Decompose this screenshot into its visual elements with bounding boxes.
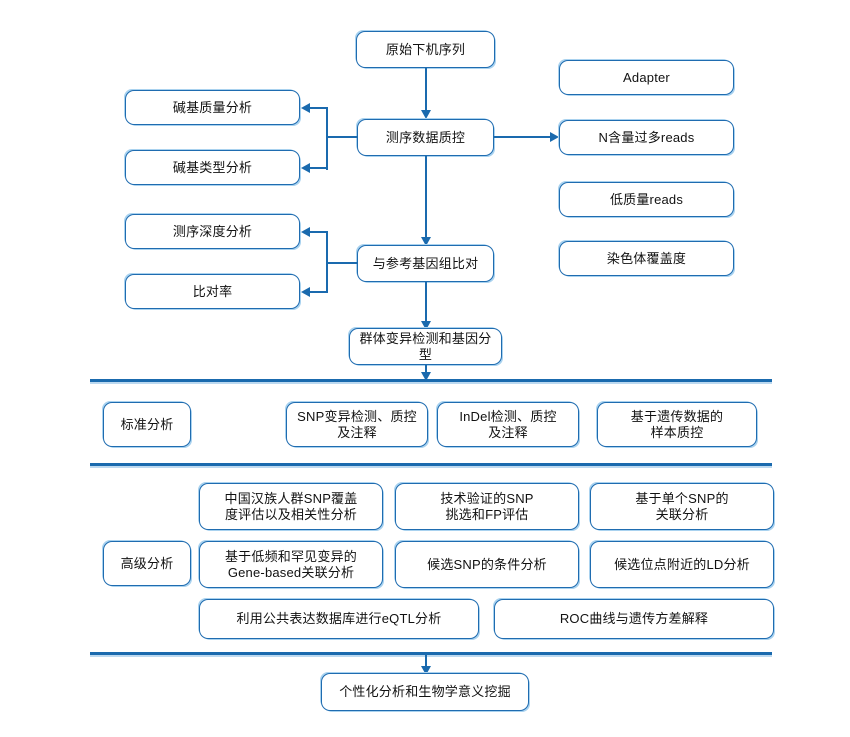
arrow-qc-to-n-reads: [550, 132, 559, 142]
node-advanced-ld-analysis-label: 候选位点附近的LD分析: [614, 556, 750, 572]
divider-advanced-analysis: [90, 463, 772, 466]
node-n-content-reads-label: N含量过多reads: [598, 129, 695, 145]
connector-qc-to-base-type: [310, 167, 328, 169]
arrow-variant-to-standard: [421, 372, 431, 381]
connector-qc-left-stub: [326, 136, 358, 138]
node-sequencing-qc-label: 测序数据质控: [385, 129, 466, 145]
node-sequencing-depth-analysis-label: 测序深度分析: [172, 223, 253, 239]
arrow-alignment-to-variant: [421, 321, 431, 330]
divider-standard-analysis: [90, 379, 772, 382]
node-raw-sequence[interactable]: 原始下机序列: [356, 31, 495, 68]
connector-qc-to-alignment: [425, 156, 427, 240]
node-advanced-roc-variance[interactable]: ROC曲线与遗传方差解释: [494, 599, 774, 639]
connector-alignment-left-stub: [326, 262, 358, 264]
node-standard-snp-calling-label: SNP变异检测、质控 及注释: [297, 408, 417, 440]
node-advanced-han-snp-coverage-label: 中国汉族人群SNP覆盖 度评估以及相关性分析: [224, 490, 358, 522]
node-advanced-roc-variance-label: ROC曲线与遗传方差解释: [559, 611, 709, 626]
node-advanced-conditional-analysis[interactable]: 候选SNP的条件分析: [395, 541, 579, 588]
node-raw-sequence-label: 原始下机序列: [385, 41, 466, 57]
connector-alignment-left-trunk: [326, 231, 328, 293]
node-advanced-single-snp-association-label: 基于单个SNP的 关联分析: [635, 490, 729, 522]
node-low-quality-reads-label: 低质量reads: [609, 191, 684, 207]
node-standard-sample-qc-label: 基于遗传数据的 样本质控: [630, 408, 724, 440]
node-standard-sample-qc[interactable]: 基于遗传数据的 样本质控: [597, 402, 757, 447]
node-section-advanced-analysis[interactable]: 高级分析: [103, 541, 191, 586]
node-chromosome-coverage[interactable]: 染色体覆盖度: [559, 241, 734, 276]
node-alignment-rate-label: 比对率: [192, 283, 233, 299]
connector-alignment-to-variant: [425, 282, 427, 324]
node-sequencing-qc[interactable]: 测序数据质控: [357, 119, 494, 156]
node-variant-calling-genotyping[interactable]: 群体变异检测和基因分型: [349, 328, 502, 365]
node-base-quality-analysis-label: 碱基质量分析: [172, 99, 253, 115]
node-personalized-analysis-label: 个性化分析和生物学意义挖掘: [339, 684, 511, 699]
node-advanced-gene-based-association-label: 基于低频和罕见变异的 Gene-based关联分析: [224, 548, 357, 580]
node-low-quality-reads[interactable]: 低质量reads: [559, 182, 734, 217]
node-base-quality-analysis[interactable]: 碱基质量分析: [125, 90, 300, 125]
node-section-standard-analysis[interactable]: 标准分析: [103, 402, 191, 447]
arrow-qc-to-alignment: [421, 237, 431, 246]
node-advanced-snp-validation-label: 技术验证的SNP 挑选和FP评估: [440, 490, 534, 522]
node-advanced-gene-based-association[interactable]: 基于低频和罕见变异的 Gene-based关联分析: [199, 541, 383, 588]
arrow-qc-to-base-quality: [301, 103, 310, 113]
node-advanced-han-snp-coverage[interactable]: 中国汉族人群SNP覆盖 度评估以及相关性分析: [199, 483, 383, 530]
node-adapter-label: Adapter: [623, 69, 670, 85]
connector-qc-to-n-reads: [494, 136, 552, 138]
node-advanced-eqtl-analysis[interactable]: 利用公共表达数据库进行eQTL分析: [199, 599, 479, 639]
node-variant-calling-genotyping-label: 群体变异检测和基因分型: [359, 330, 492, 362]
node-adapter[interactable]: Adapter: [559, 60, 734, 95]
node-advanced-eqtl-analysis-label: 利用公共表达数据库进行eQTL分析: [236, 611, 442, 626]
connector-divider-to-final: [425, 655, 427, 671]
arrow-raw-to-qc: [421, 110, 431, 119]
node-reference-alignment-label: 与参考基因组比对: [372, 255, 479, 271]
node-n-content-reads[interactable]: N含量过多reads: [559, 120, 734, 155]
node-alignment-rate[interactable]: 比对率: [125, 274, 300, 309]
node-section-advanced-analysis-label: 高级分析: [120, 555, 174, 571]
connector-qc-to-base-quality: [310, 107, 328, 109]
arrow-qc-to-base-type: [301, 163, 310, 173]
node-advanced-snp-validation[interactable]: 技术验证的SNP 挑选和FP评估: [395, 483, 579, 530]
connector-alignment-to-depth: [310, 231, 328, 233]
node-base-type-analysis[interactable]: 碱基类型分析: [125, 150, 300, 185]
connector-qc-left-trunk: [326, 107, 328, 170]
connector-raw-to-qc: [425, 68, 427, 112]
node-chromosome-coverage-label: 染色体覆盖度: [606, 250, 687, 266]
node-personalized-analysis[interactable]: 个性化分析和生物学意义挖掘: [321, 673, 529, 711]
node-standard-indel-calling-label: InDel检测、质控 及注释: [459, 408, 557, 440]
node-section-standard-analysis-label: 标准分析: [120, 416, 174, 432]
node-reference-alignment[interactable]: 与参考基因组比对: [357, 245, 494, 282]
arrow-alignment-to-rate: [301, 287, 310, 297]
connector-alignment-to-rate: [310, 291, 328, 293]
arrow-alignment-to-depth: [301, 227, 310, 237]
node-standard-indel-calling[interactable]: InDel检测、质控 及注释: [437, 402, 579, 447]
node-base-type-analysis-label: 碱基类型分析: [172, 159, 253, 175]
divider-final-stage: [90, 652, 772, 655]
node-advanced-ld-analysis[interactable]: 候选位点附近的LD分析: [590, 541, 774, 588]
node-advanced-conditional-analysis-label: 候选SNP的条件分析: [427, 556, 547, 572]
arrow-divider-to-final: [421, 666, 431, 675]
node-standard-snp-calling[interactable]: SNP变异检测、质控 及注释: [286, 402, 428, 447]
node-sequencing-depth-analysis[interactable]: 测序深度分析: [125, 214, 300, 249]
node-advanced-single-snp-association[interactable]: 基于单个SNP的 关联分析: [590, 483, 774, 530]
